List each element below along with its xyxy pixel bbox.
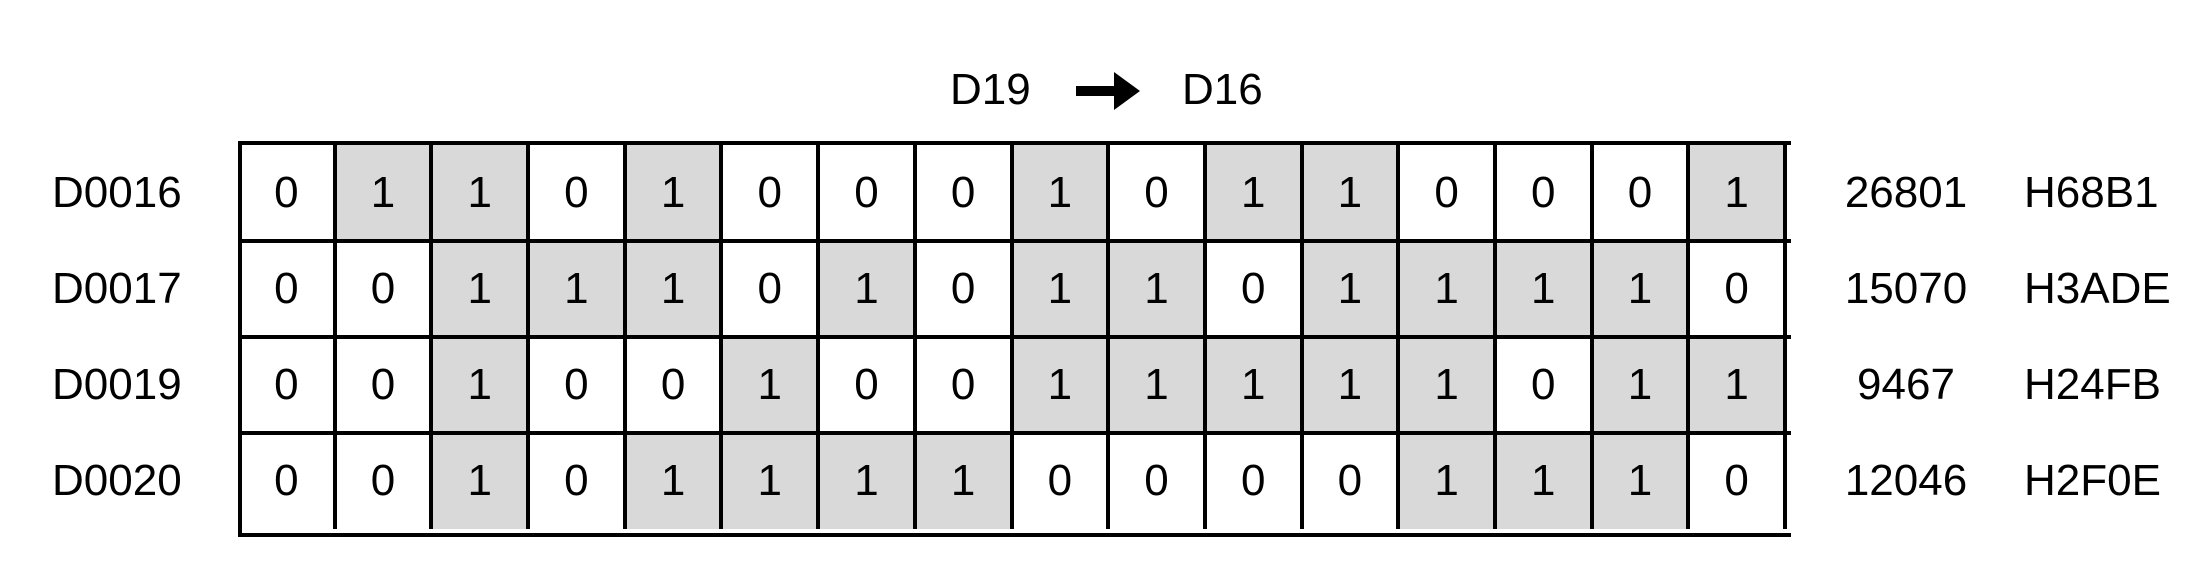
right-arrow-icon [1076, 72, 1140, 110]
bit-cell: 1 [1400, 337, 1497, 433]
bit-cell: 0 [723, 241, 821, 337]
bit-cell: 0 [1110, 145, 1207, 241]
bit-cell: 1 [1110, 241, 1207, 337]
bit-cell: 0 [240, 433, 337, 529]
bit-cell: 1 [433, 241, 531, 337]
bit-cell: 1 [1593, 337, 1691, 433]
bit-cell: 1 [1013, 241, 1111, 337]
bit-cell: 0 [820, 145, 917, 241]
bit-cell: 0 [627, 337, 724, 433]
bit-cell: 1 [1206, 145, 1304, 241]
register-label: D0017 [52, 264, 182, 313]
decimal-value: 9467 [1857, 360, 1955, 409]
bit-cell: 1 [1690, 145, 1787, 241]
register-label: D0019 [52, 360, 182, 409]
hex-value: H68B1 [2024, 168, 2159, 217]
bit-cell: 1 [1593, 241, 1691, 337]
register-label: D0020 [52, 456, 182, 505]
hex-value: H2F0E [2024, 456, 2161, 505]
bit-cell: 0 [1304, 433, 1401, 529]
bit-cell: 0 [820, 337, 917, 433]
row-divider [240, 335, 1791, 339]
bit-cell: 1 [1303, 145, 1401, 241]
bit-cell: 0 [1690, 433, 1787, 529]
bit-cell: 1 [1593, 433, 1691, 529]
bit-cell: 1 [1400, 241, 1497, 337]
bit-cell: 0 [337, 337, 434, 433]
bit-cell: 0 [530, 433, 627, 529]
bit-cell: 1 [626, 145, 724, 241]
decimal-value: 15070 [1844, 264, 1968, 313]
header-from-label: D19 [950, 65, 1031, 114]
bit-cell: 1 [723, 433, 821, 529]
bit-cell: 0 [1594, 145, 1691, 241]
header-to-label: D16 [1182, 65, 1263, 114]
bit-cell: 0 [1497, 337, 1594, 433]
bit-cell: 1 [433, 145, 531, 241]
bit-cell: 1 [1400, 433, 1497, 529]
hex-value: H24FB [2024, 360, 2161, 409]
register-label: D0016 [52, 168, 182, 217]
bit-cell: 0 [530, 145, 627, 241]
bit-cell: 0 [530, 337, 627, 433]
bit-cell: 0 [1690, 241, 1787, 337]
bit-cell: 0 [1400, 145, 1497, 241]
row-divider [240, 431, 1791, 435]
bit-cell: 1 [1496, 433, 1594, 529]
bit-cell: 1 [1110, 337, 1207, 433]
bit-cell: 1 [916, 433, 1014, 529]
bit-cell: 1 [1013, 145, 1111, 241]
bit-cell: 1 [1013, 337, 1111, 433]
bit-cell: 1 [433, 433, 531, 529]
bit-cell: 0 [1110, 433, 1207, 529]
bit-cell: 1 [1690, 337, 1787, 433]
bit-cell: 1 [723, 337, 821, 433]
bit-cell: 1 [336, 145, 434, 241]
bit-cell: 0 [723, 145, 821, 241]
decimal-value: 12046 [1844, 456, 1968, 505]
bit-cell: 0 [1497, 145, 1594, 241]
bit-cell: 0 [240, 145, 337, 241]
row-divider [240, 239, 1791, 243]
bit-cell: 1 [433, 337, 531, 433]
bit-cell: 0 [1207, 433, 1304, 529]
bit-cell: 0 [917, 145, 1014, 241]
bit-cell: 1 [530, 241, 627, 337]
bit-cell: 1 [626, 433, 724, 529]
bit-cell: 1 [1303, 337, 1401, 433]
bit-cell: 0 [1014, 433, 1111, 529]
bit-cell: 0 [240, 241, 337, 337]
bit-cell: 1 [1303, 241, 1401, 337]
bit-cell: 0 [337, 433, 434, 529]
decimal-value: 26801 [1844, 168, 1968, 217]
bit-cell: 1 [626, 241, 724, 337]
hex-value: H3ADE [2024, 264, 2171, 313]
bit-cell: 1 [820, 433, 917, 529]
bit-cell: 1 [1206, 337, 1304, 433]
bit-cell: 0 [1207, 241, 1304, 337]
bit-cell: 0 [240, 337, 337, 433]
bit-cell: 0 [917, 337, 1014, 433]
bit-cell: 1 [820, 241, 917, 337]
bit-cell: 0 [917, 241, 1014, 337]
bit-cell: 0 [337, 241, 434, 337]
bit-cell: 1 [1496, 241, 1594, 337]
